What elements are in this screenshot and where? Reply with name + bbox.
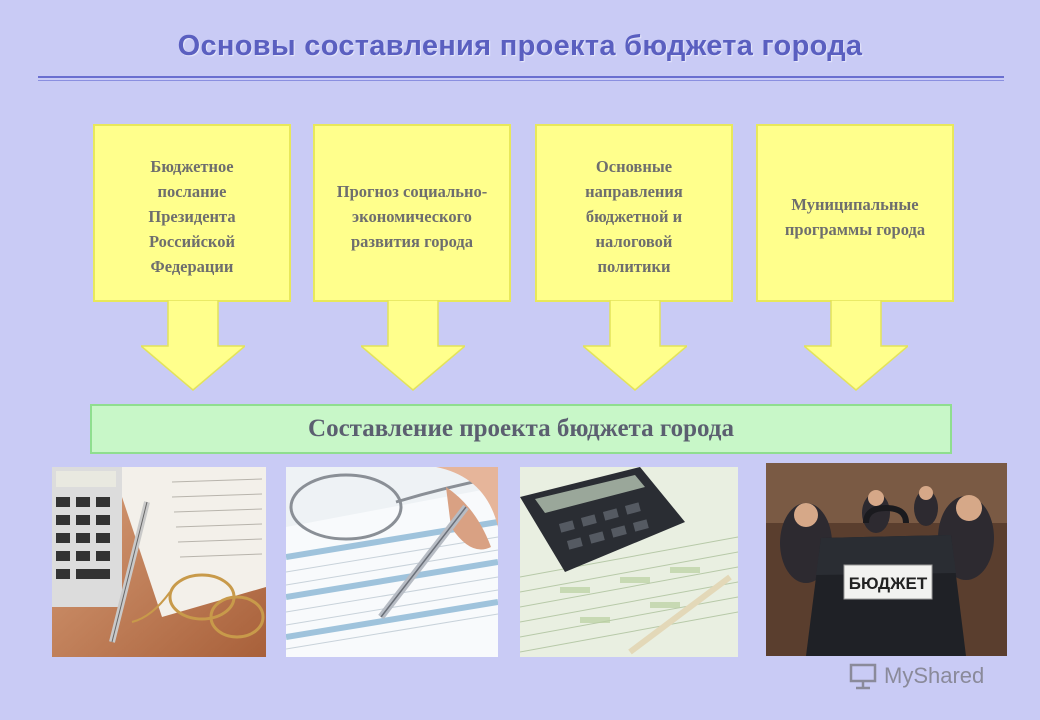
source-box-programs: Муниципальные программы города	[756, 124, 954, 302]
page-title: Основы составления проекта бюджета город…	[177, 30, 863, 62]
result-box: Составление проекта бюджета города	[90, 404, 952, 454]
down-arrow-3	[583, 300, 687, 391]
source-box-forecast: Прогноз социально- экономического развит…	[313, 124, 511, 302]
source-line: экономического	[352, 207, 472, 226]
source-line: налоговой	[595, 232, 673, 251]
source-line: Основные	[595, 157, 673, 176]
source-line: Российской	[149, 232, 235, 251]
down-arrow-4	[804, 300, 908, 391]
source-line: Прогноз социально-	[336, 182, 488, 201]
source-line: бюджетной и	[585, 207, 683, 226]
watermark: MyShared	[848, 658, 1018, 694]
title-underline	[38, 76, 1004, 78]
source-line: Бюджетное	[150, 157, 234, 176]
source-line: развития города	[350, 232, 473, 251]
source-line: Федерации	[150, 257, 234, 276]
photo-budget-briefcase: БЮДЖЕТ	[766, 463, 1007, 656]
photo-spreadsheet-pen	[286, 467, 498, 657]
source-line: направления	[585, 182, 683, 201]
down-arrow-1	[141, 300, 245, 391]
source-line: послание	[157, 182, 227, 201]
source-box-policy: Основные направления бюджетной и налогов…	[535, 124, 733, 302]
source-line: политики	[597, 257, 671, 276]
source-line: Муниципальные	[791, 195, 919, 214]
source-box-president-message: Бюджетное послание Президента Российской…	[93, 124, 291, 302]
source-line: Президента	[148, 207, 236, 226]
photo-calculator-glasses	[52, 467, 266, 657]
watermark-text: MyShared	[884, 663, 985, 688]
down-arrow-2	[361, 300, 465, 391]
presentation-icon	[849, 663, 877, 690]
photo-calculator-table	[520, 467, 738, 657]
briefcase-label: БЮДЖЕТ	[849, 574, 928, 593]
source-line: программы города	[784, 220, 926, 239]
title-underline-thin	[38, 80, 1004, 81]
